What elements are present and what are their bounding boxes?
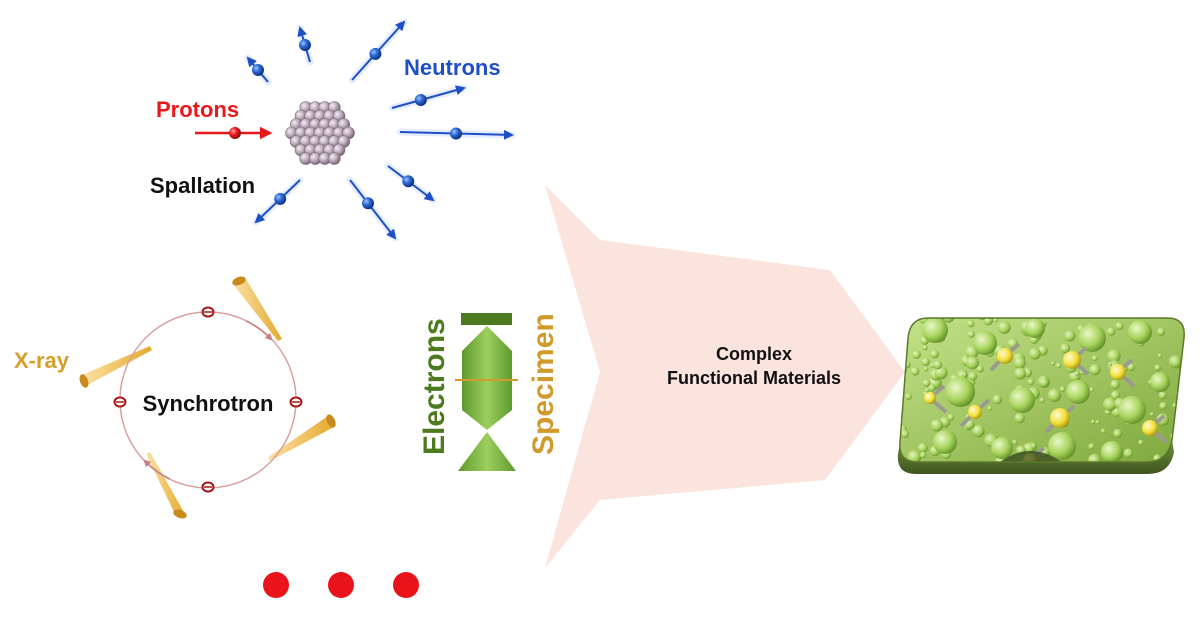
protons-label: Protons [156,97,239,122]
continuation-dot [328,572,354,598]
continuation-dots [263,572,419,598]
big-arrow [545,185,905,568]
lens-column-lower [458,432,516,471]
proton-beam [195,126,273,140]
continuation-dot [393,572,419,598]
xray-beams [79,276,336,519]
target-label-line1: Complex [716,344,792,364]
continuation-dot [263,572,289,598]
xray-label: X-ray [14,348,70,373]
electron-source [461,313,512,325]
spallation-diagram: Protons Neutrons Spallation [150,18,516,242]
target-label-line2: Functional Materials [667,368,841,388]
target-label: Complex Functional Materials [667,344,841,388]
spallation-label: Spallation [150,173,255,198]
neutrons-label: Neutrons [404,55,501,80]
lens-column-upper [462,326,512,430]
material-slab-icon [897,317,1185,474]
nucleus-icon [285,101,355,165]
specimen-label: Specimen [527,313,560,455]
electron-microscope-diagram: Electrons Specimen [418,313,560,471]
synchrotron-label: Synchrotron [143,391,274,416]
neutron-rays [244,18,516,242]
synchrotron-diagram: X-ray Synchrotron [14,276,336,519]
electrons-label: Electrons [418,318,451,455]
electron-bunches [113,306,303,493]
